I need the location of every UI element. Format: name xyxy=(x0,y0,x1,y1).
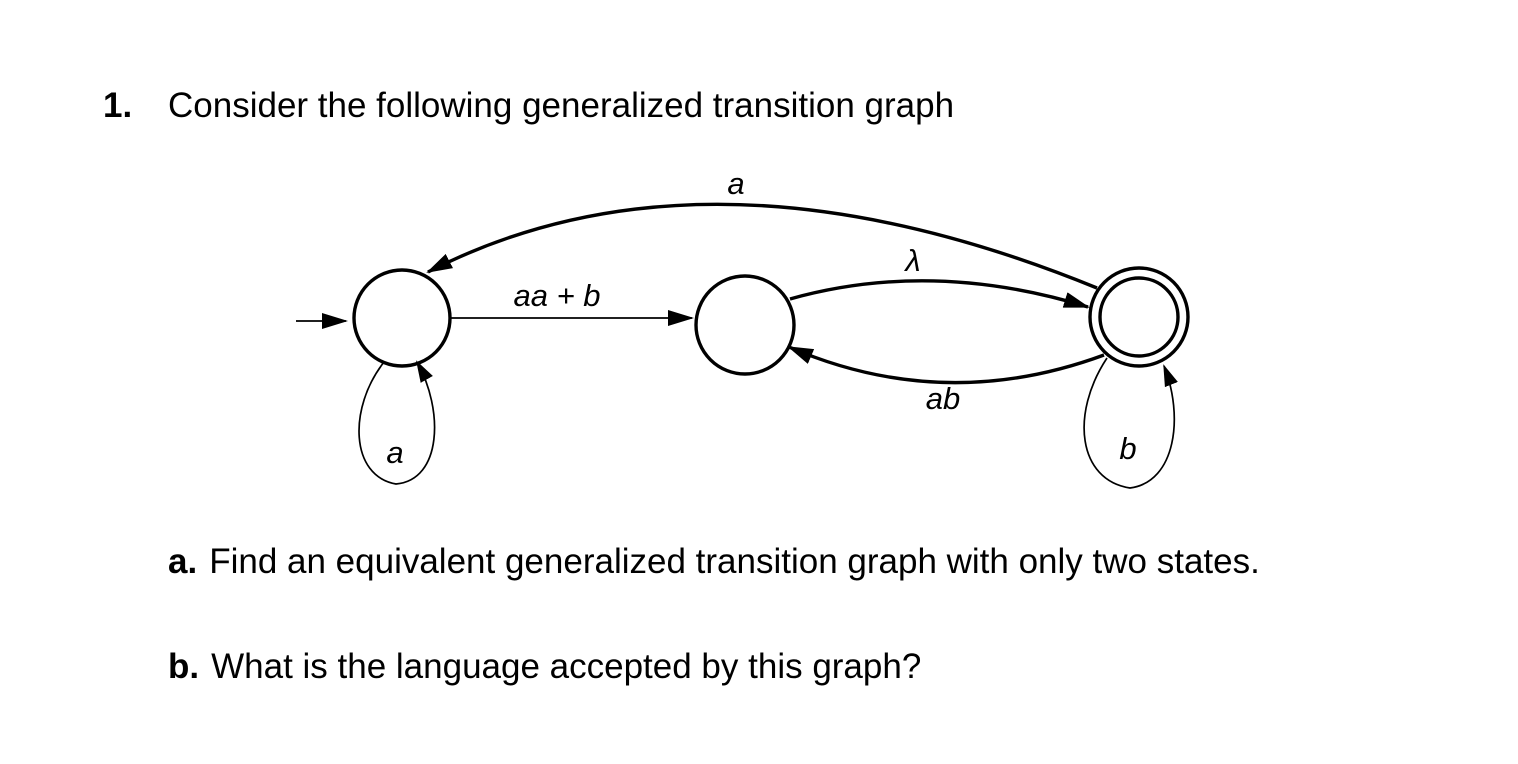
state-start xyxy=(352,268,452,368)
question-b-text: What is the language accepted by this gr… xyxy=(211,647,922,686)
edge-label-self-loop-start: a xyxy=(386,435,403,470)
edge-label-middle-to-final: λ xyxy=(903,243,920,278)
edge-label-final-to-start: a xyxy=(727,166,744,201)
question-b-label: b. xyxy=(168,647,200,686)
state-final-inner-ring xyxy=(1098,276,1180,358)
edge-middle-to-final xyxy=(789,279,1090,309)
problem-number: 1. xyxy=(103,86,133,125)
question-b: b. What is the language accepted by this … xyxy=(168,645,921,689)
state-final-outer-ring xyxy=(1088,266,1190,368)
edge-label-start-to-middle: aa + b xyxy=(513,278,600,313)
question-a-label: a. xyxy=(168,542,198,581)
edge-label-self-loop-final: b xyxy=(1119,431,1136,466)
state-middle xyxy=(694,274,796,376)
question-a-text: Find an equivalent generalized transitio… xyxy=(209,542,1260,581)
problem-title-text: Consider the following generalized trans… xyxy=(168,86,955,125)
question-a: a. Find an equivalent generalized transit… xyxy=(168,540,1260,584)
edge-final-to-middle xyxy=(787,345,1105,385)
self-loop-final xyxy=(1083,357,1178,489)
edge-label-final-to-middle: ab xyxy=(926,381,960,416)
problem-title: 1. Consider the following generalized tra… xyxy=(103,84,954,128)
edge-final-to-start xyxy=(426,202,1098,290)
self-loop-start xyxy=(358,360,436,485)
